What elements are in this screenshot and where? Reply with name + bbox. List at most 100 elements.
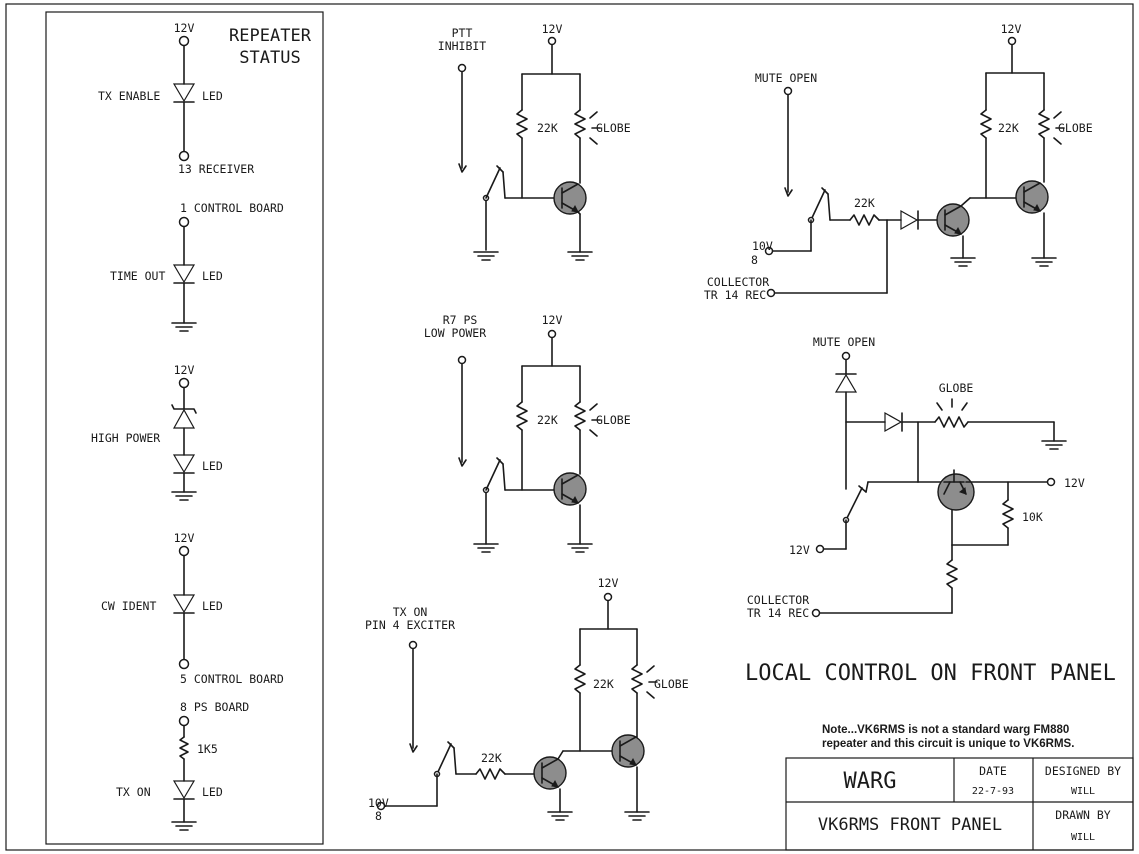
status-pin13-label: 13 RECEIVER (178, 162, 254, 176)
diode-icon (834, 373, 858, 393)
ground-icon (1041, 440, 1067, 450)
exciter-label-line1: TX ON (393, 605, 428, 619)
status-1k5-label: 1K5 (197, 742, 218, 756)
status-pin5-terminal (178, 658, 190, 670)
exciter-label-line2: PIN 4 EXCITER (365, 618, 455, 632)
status-tx-enable-label: TX ENABLE (98, 89, 160, 103)
transistor-icon (1015, 180, 1049, 214)
mute2-10k-label: 10K (1022, 510, 1043, 524)
ground-icon (567, 251, 593, 261)
ground-icon (1031, 257, 1057, 267)
status-12v-c: 12V (174, 531, 195, 545)
mute2-12v-left-label: 12V (789, 543, 810, 557)
status-tx-on-label: TX ON (116, 785, 151, 799)
exciter-10v-line2: 8 (375, 809, 382, 823)
status-title-line2: STATUS (239, 48, 300, 68)
resistor-icon (574, 664, 586, 694)
r7-globe-label: GLOBE (596, 413, 631, 427)
status-high-power-label: HIGH POWER (91, 431, 160, 445)
status-12v-terminal-c (178, 545, 190, 557)
mute1-label: MUTE OPEN (755, 71, 817, 85)
transistor-icon (553, 472, 587, 506)
exciter-22k-base-label: 22K (481, 751, 502, 765)
mute2-label: MUTE OPEN (813, 335, 875, 349)
status-cw-ident-label: CW IDENT (101, 599, 156, 613)
mute2-globe-label: GLOBE (939, 381, 974, 395)
status-12v-terminal-a (178, 35, 190, 47)
mute2-12v-right-label: 12V (1064, 476, 1085, 490)
led-icon (172, 264, 196, 284)
title-block-designed-by-value: WILL (1071, 786, 1095, 797)
resistor-icon (179, 736, 189, 760)
status-pin8-label: 8 PS BOARD (180, 700, 249, 714)
ground-icon (171, 491, 197, 501)
status-12v-b: 12V (174, 363, 195, 377)
r7-12v-label: 12V (542, 313, 563, 327)
ground-icon (171, 821, 197, 831)
tx-on-exciter-circuit: TX ON PIN 4 EXCITER 12V 22K GLOBE (365, 576, 689, 823)
resistor-icon (980, 109, 992, 139)
exciter-22k-top-label: 22K (593, 677, 614, 691)
title-block-designed-by-label: DESIGNED BY (1045, 764, 1121, 778)
globe-resistor-icon (631, 664, 643, 694)
diagram-title: LOCAL CONTROL ON FRONT PANEL (745, 661, 1116, 686)
note-line2: repeater and this circuit is unique to V… (822, 738, 1074, 750)
ptt-label-line1: PTT (452, 26, 473, 40)
status-time-out-label: TIME OUT (110, 269, 165, 283)
status-led-d-label: LED (202, 599, 223, 613)
led-icon (172, 454, 196, 474)
ground-icon (171, 322, 197, 332)
resistor-icon (475, 768, 506, 780)
title-block-frame (785, 757, 1134, 851)
transistor-icon (533, 756, 567, 790)
repeater-status-panel: REPEATER STATUS 12V TX ENABLE LED 13 REC… (45, 11, 324, 845)
status-title-line1: REPEATER (229, 26, 312, 46)
status-pin8-terminal (178, 715, 190, 727)
ground-icon (473, 251, 499, 261)
status-led-a-label: LED (202, 89, 223, 103)
exciter-12v-label: 12V (598, 576, 619, 590)
globe-resistor-icon (574, 109, 586, 139)
sheet-border (5, 3, 1134, 851)
resistor-icon (849, 214, 880, 226)
mute1-12v-label: 12V (1001, 22, 1022, 36)
ptt-12v-label: 12V (542, 22, 563, 36)
status-pin13-terminal (178, 150, 190, 162)
globe-resistor-icon (1038, 109, 1050, 139)
globe-resistor-icon (574, 401, 586, 431)
r7-22k-label: 22K (537, 413, 558, 427)
transistor-icon (937, 473, 975, 511)
status-12v-top: 12V (174, 21, 195, 35)
mute-open-circuit-2: MUTE OPEN GLOBE 12V (747, 335, 1085, 620)
title-block-drawn-by-label: DRAWN BY (1055, 808, 1110, 822)
mute1-22k-base-label: 22K (854, 196, 875, 210)
status-panel-border (45, 11, 324, 845)
transistor-icon (936, 203, 970, 237)
globe-resistor-icon (934, 416, 969, 428)
resistor-icon (1002, 499, 1014, 529)
led-icon (172, 594, 196, 614)
ground-icon (547, 811, 573, 821)
r7-ps-circuit: R7 PS LOW POWER 12V 22K GLOBE (424, 313, 631, 553)
note-line1: Note...VK6RMS is not a standard warg FM8… (822, 724, 1069, 736)
mute1-collector-line1: COLLECTOR (707, 275, 769, 289)
title-block-date-value: 22-7-93 (972, 786, 1014, 797)
title-block-date-label: DATE (979, 764, 1007, 778)
mute2-collector-line1: COLLECTOR (747, 593, 809, 607)
mute2-collector-line2: TR 14 REC (747, 606, 809, 620)
ground-icon (473, 543, 499, 553)
transistor-icon (553, 181, 587, 215)
led-icon (172, 780, 196, 800)
mute1-globe-label: GLOBE (1058, 121, 1093, 135)
mute-open-circuit-1: MUTE OPEN 12V 22K GLOBE (704, 22, 1093, 302)
resistor-icon (946, 559, 958, 589)
mute1-22k-top-label: 22K (998, 121, 1019, 135)
mute1-10v-line1: 10V (752, 239, 773, 253)
mute1-10v-line2: 8 (751, 253, 758, 267)
ptt-22k-label: 22K (537, 121, 558, 135)
title-block: WARG DATE 22-7-93 DESIGNED BY WILL VK6RM… (785, 757, 1134, 851)
resistor-icon (516, 109, 528, 139)
status-12v-terminal-b (178, 377, 190, 389)
title-block-drawing-name: VK6RMS FRONT PANEL (818, 815, 1002, 835)
